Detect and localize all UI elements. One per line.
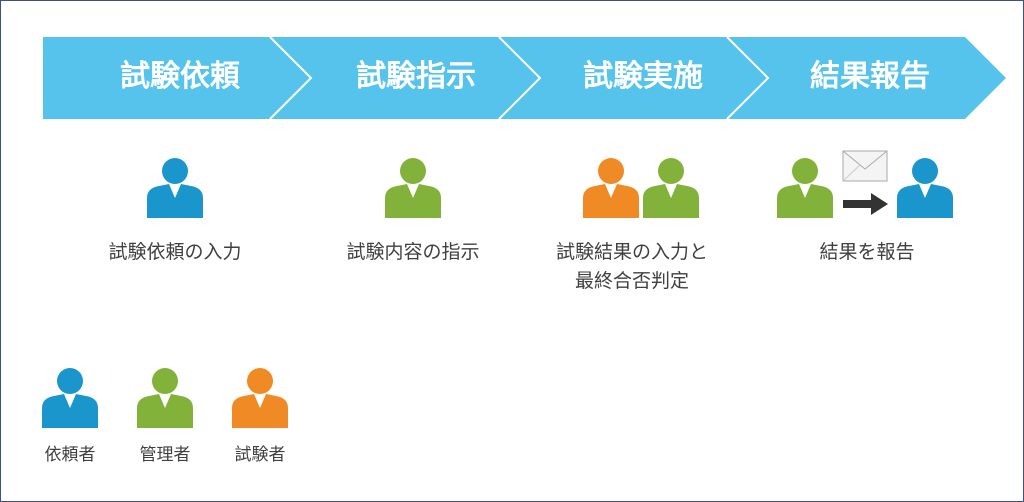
legend-label: 管理者 [139, 445, 191, 465]
arrow-right-icon [843, 193, 888, 215]
manager-person-icon [777, 158, 833, 218]
step-instruct: 試験指示 [356, 59, 476, 94]
legend-requester-icon [42, 368, 98, 428]
requester-person-icon [897, 158, 953, 218]
requester-person-icon [147, 158, 203, 218]
envelope-icon [842, 150, 888, 182]
step-description: 最終合否判定 [574, 270, 690, 292]
step-description: 結果を報告 [819, 241, 915, 263]
legend-tester-icon [232, 368, 288, 428]
manager-person-icon [643, 158, 699, 218]
step-description: 試験内容の指示 [346, 241, 480, 263]
legend-label: 依頼者 [44, 445, 96, 465]
process-arrow-band [43, 36, 1006, 120]
legend-label: 試験者 [234, 445, 286, 465]
step-report: 結果報告 [810, 59, 930, 94]
step-description: 試験依頼の入力 [108, 241, 242, 263]
step-execute: 試験実施 [583, 59, 703, 94]
legend-manager-icon [137, 368, 193, 428]
manager-person-icon [385, 158, 441, 218]
step-request: 試験依頼 [120, 59, 240, 94]
step-description: 試験結果の入力と [555, 241, 709, 263]
tester-person-icon [583, 158, 639, 218]
